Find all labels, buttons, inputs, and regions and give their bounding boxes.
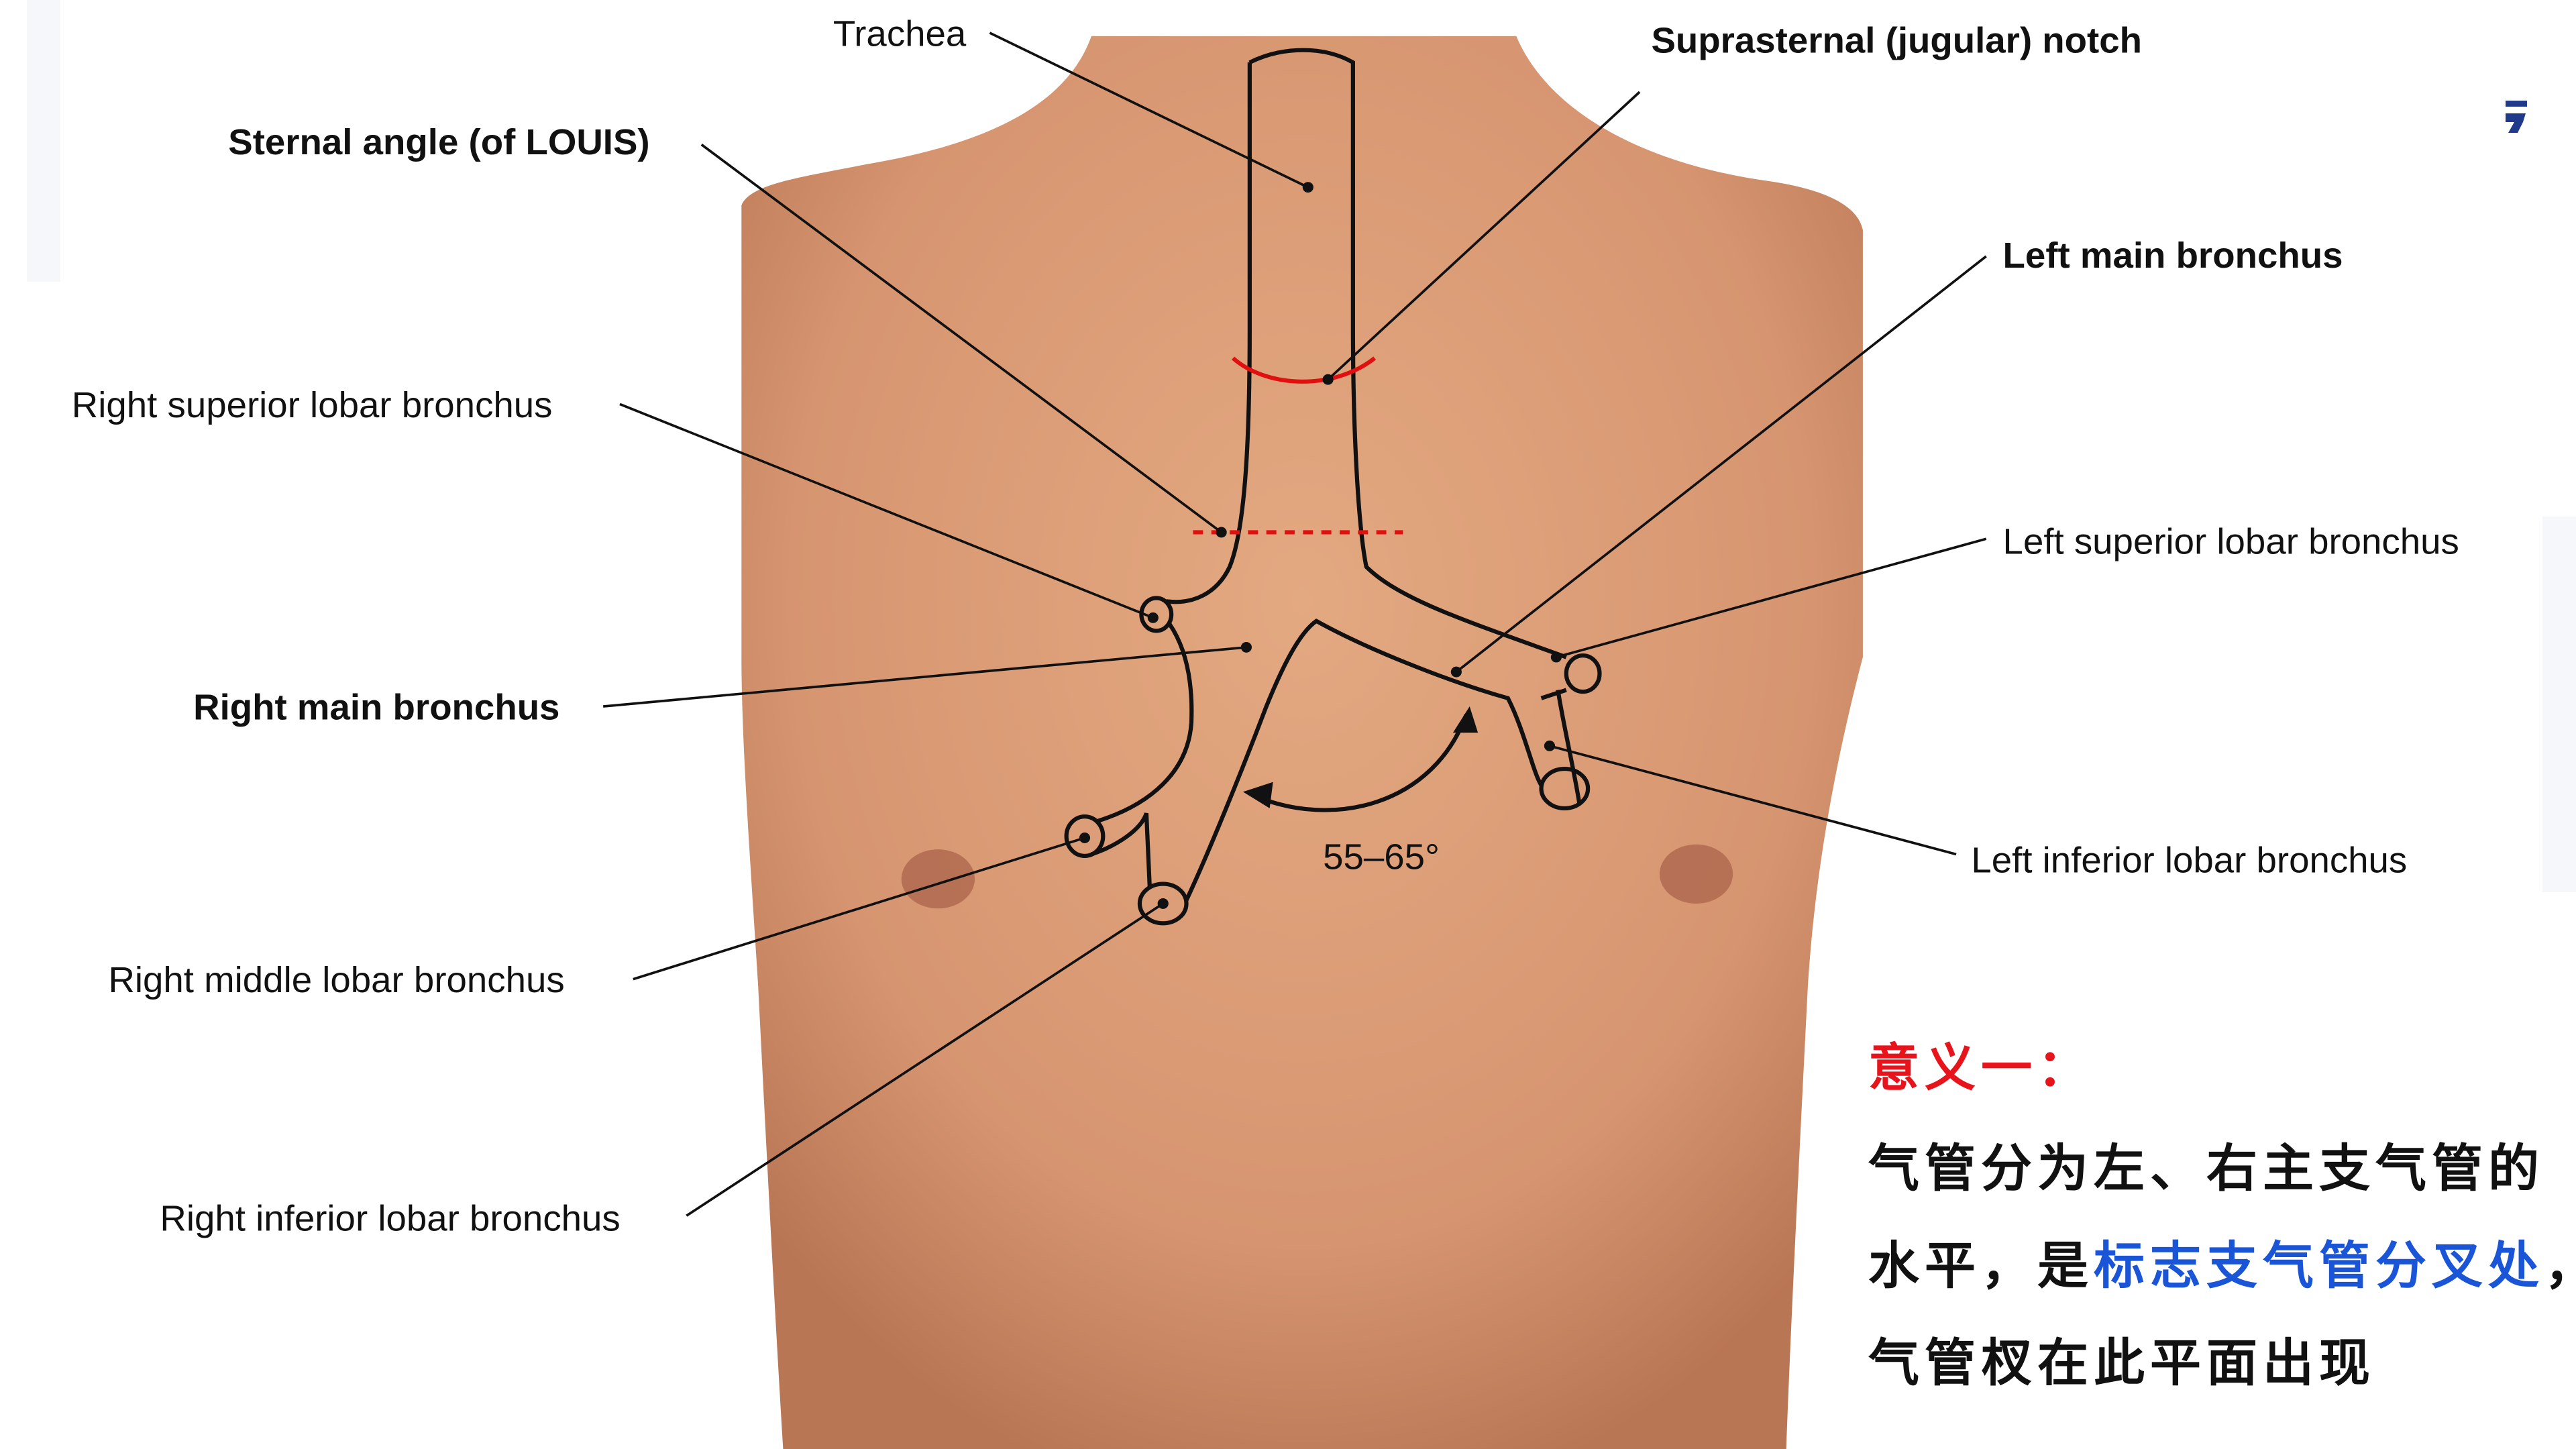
label-right-middle-lobar: Right middle lobar bronchus <box>108 961 564 1001</box>
logo-fragment-icon <box>2506 101 2527 133</box>
label-left-main-bronchus: Left main bronchus <box>2003 236 2343 276</box>
label-left-inferior-lobar: Left inferior lobar bronchus <box>1971 841 2407 881</box>
right-nipple <box>901 849 975 909</box>
note-line-2: 水平，是标志支气管分叉处， <box>1868 1224 2576 1298</box>
background-shade <box>27 0 60 282</box>
label-trachea: Trachea <box>833 14 967 54</box>
bronchial-tree <box>1064 48 1602 926</box>
note-heading: 意义一： <box>1868 1038 2094 1097</box>
label-suprasternal-notch: Suprasternal (jugular) notch <box>1651 21 2142 61</box>
note-line-1: 气管分为左、右主支气管的 <box>1868 1138 2544 1198</box>
note-highlight: 标志支气管分叉处 <box>2094 1236 2544 1295</box>
note-line-2-suffix: ， <box>2544 1236 2576 1295</box>
arrowhead-left <box>1242 782 1273 808</box>
note-line-3: 气管杈在此平面出现 <box>1868 1333 2375 1393</box>
leader-lines <box>602 32 1987 1217</box>
label-right-main-bronchus: Right main bronchus <box>193 688 559 728</box>
label-angle: 55–65° <box>1323 837 1440 877</box>
label-sternal-angle: Sternal angle (of LOUIS) <box>228 123 649 163</box>
angle-arc-arrow <box>1252 714 1468 812</box>
label-right-superior-lobar: Right superior lobar bronchus <box>72 385 553 425</box>
note-line-2-prefix: 水平，是 <box>1868 1236 2094 1295</box>
label-right-inferior-lobar: Right inferior lobar bronchus <box>160 1199 620 1239</box>
background-shade <box>2542 517 2576 892</box>
label-left-superior-lobar: Left superior lobar bronchus <box>2003 522 2459 562</box>
torso <box>741 36 1863 1449</box>
left-nipple <box>1659 844 1733 904</box>
suprasternal-notch-marker <box>1231 356 1377 384</box>
